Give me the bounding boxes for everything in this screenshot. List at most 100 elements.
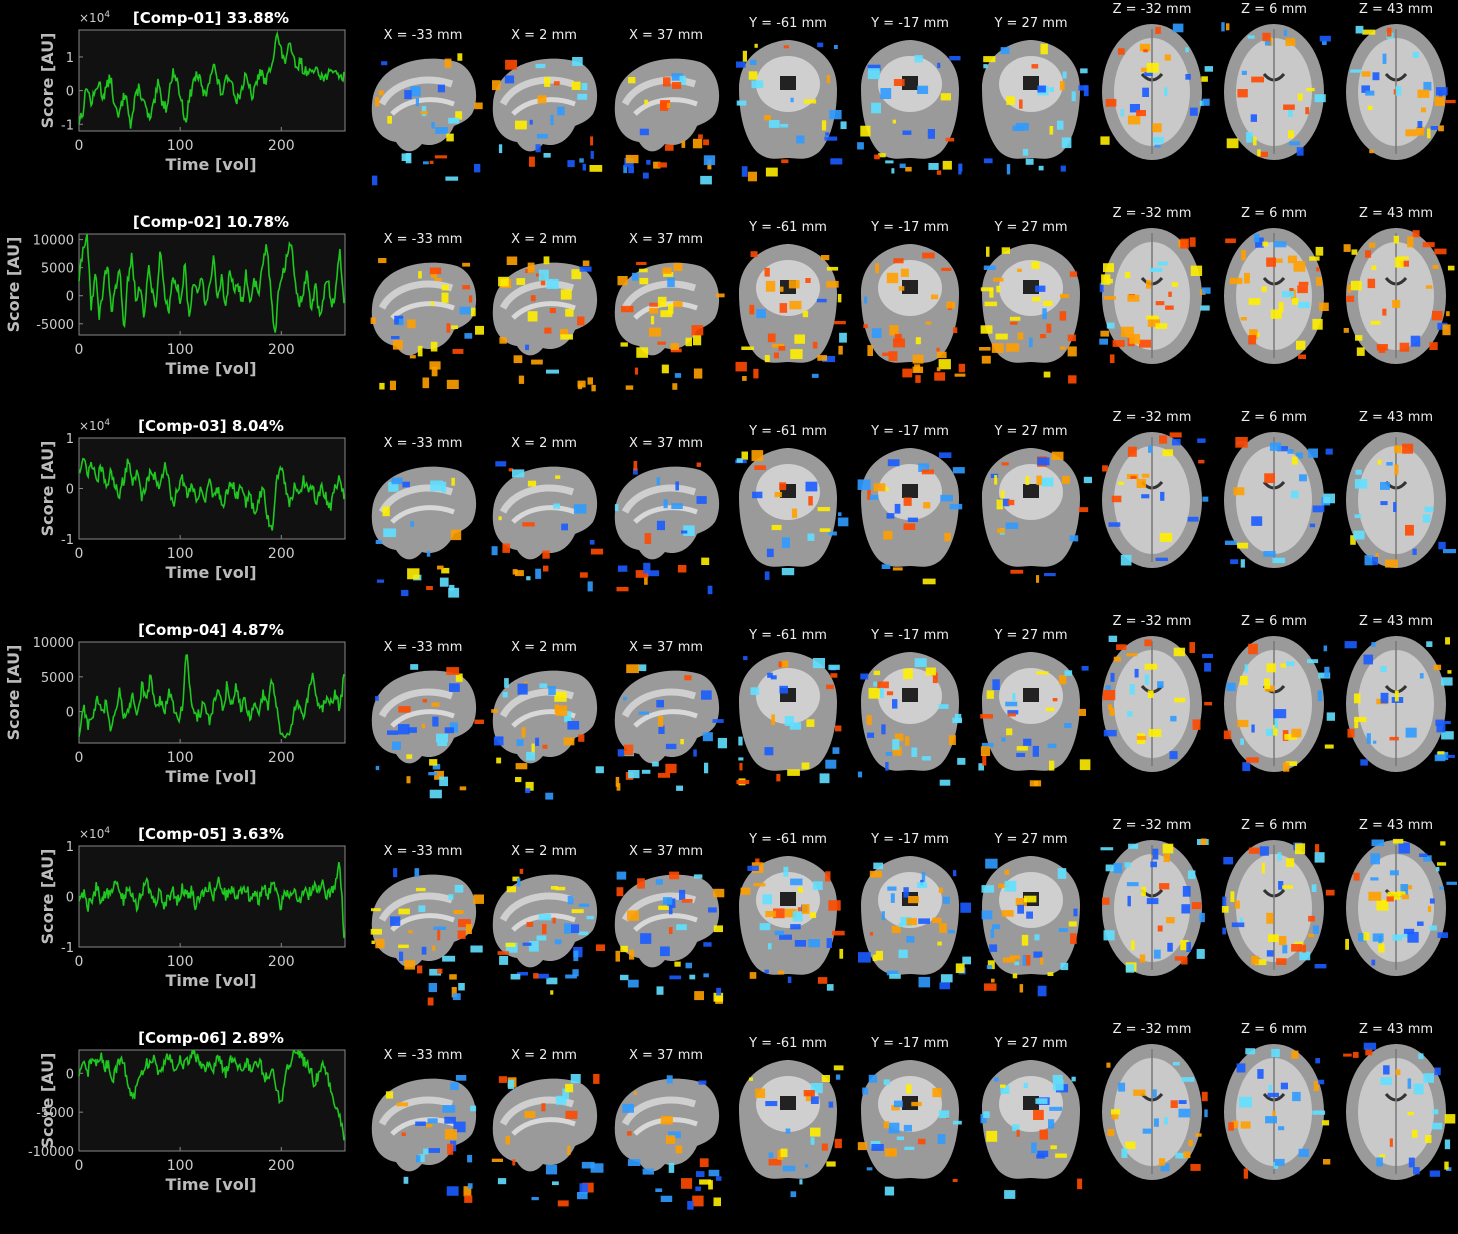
- positive-activation-cluster: [1368, 891, 1382, 901]
- positive-activation-cluster: [1036, 671, 1049, 675]
- negative-activation-cluster: [980, 1114, 987, 1124]
- positive-activation-cluster: [1350, 535, 1356, 545]
- positive-activation-cluster: [915, 337, 921, 345]
- positive-activation-cluster: [886, 272, 899, 284]
- negative-activation-cluster: [1298, 301, 1310, 309]
- positive-activation-cluster: [819, 528, 831, 532]
- negative-activation-cluster: [1354, 479, 1368, 489]
- negative-activation-cluster: [1443, 549, 1456, 554]
- negative-activation-cluster: [1120, 109, 1124, 117]
- slice-coordinate-label: Z = -32 mm: [1112, 410, 1192, 425]
- negative-activation-cluster: [1446, 881, 1457, 885]
- negative-activation-cluster: [1382, 53, 1387, 64]
- negative-activation-cluster: [437, 742, 448, 746]
- x-tick-label: 100: [167, 138, 194, 154]
- x-axis-label: Time [vol]: [165, 971, 256, 990]
- positive-activation-cluster: [797, 907, 803, 912]
- positive-activation-cluster: [1365, 250, 1372, 258]
- negative-activation-cluster: [703, 973, 709, 978]
- positive-activation-cluster: [1235, 437, 1248, 448]
- slice-coordinate-label: X = 37 mm: [628, 28, 704, 43]
- negative-activation-cluster: [981, 885, 995, 893]
- negative-activation-cluster: [1014, 961, 1020, 966]
- positive-activation-cluster: [498, 516, 502, 521]
- negative-activation-cluster: [1366, 733, 1371, 744]
- negative-activation-cluster: [668, 1131, 681, 1138]
- negative-activation-cluster: [879, 687, 884, 698]
- negative-activation-cluster: [985, 858, 998, 869]
- positive-activation-cluster: [455, 111, 463, 120]
- positive-activation-cluster: [1241, 250, 1246, 261]
- negative-activation-cluster: [700, 175, 712, 185]
- negative-activation-cluster: [1267, 1092, 1279, 1098]
- negative-activation-cluster: [499, 955, 509, 965]
- positive-activation-cluster: [1393, 89, 1398, 95]
- positive-activation-cluster: [370, 317, 376, 324]
- negative-activation-cluster: [454, 884, 464, 893]
- negative-activation-cluster: [1240, 559, 1245, 568]
- positive-activation-cluster: [1282, 885, 1293, 889]
- negative-activation-cluster: [1142, 1128, 1152, 1134]
- negative-activation-cluster: [1129, 104, 1140, 113]
- positive-activation-cluster: [1118, 481, 1124, 485]
- coronal-slice-image: [858, 856, 971, 990]
- negative-activation-cluster: [1405, 727, 1417, 738]
- positive-activation-cluster: [1248, 847, 1260, 854]
- positive-activation-cluster: [1306, 87, 1315, 92]
- positive-activation-cluster: [672, 82, 682, 89]
- positive-activation-cluster: [778, 346, 786, 351]
- negative-activation-cluster: [388, 482, 399, 492]
- positive-activation-cluster: [1040, 334, 1046, 339]
- positive-activation-cluster: [857, 1142, 867, 1151]
- negative-activation-cluster: [990, 929, 995, 938]
- positive-activation-cluster: [663, 272, 674, 277]
- negative-activation-cluster: [838, 512, 842, 517]
- positive-activation-cluster: [447, 1143, 454, 1155]
- negative-activation-cluster: [429, 968, 441, 976]
- negative-activation-cluster: [1142, 87, 1149, 97]
- x-tick-label: 100: [167, 546, 194, 562]
- negative-activation-cluster: [538, 269, 549, 281]
- negative-activation-cluster: [1239, 917, 1243, 923]
- negative-activation-cluster: [1081, 666, 1089, 671]
- positive-activation-cluster: [885, 1148, 897, 1157]
- negative-activation-cluster: [1006, 164, 1011, 175]
- negative-activation-cluster: [1221, 22, 1225, 32]
- negative-activation-cluster: [1323, 645, 1328, 652]
- negative-activation-cluster: [517, 878, 521, 887]
- positive-activation-cluster: [571, 909, 584, 914]
- negative-activation-cluster: [656, 520, 665, 531]
- slice-coordinate-label: X = 37 mm: [628, 844, 704, 859]
- negative-activation-cluster: [587, 581, 593, 592]
- negative-activation-cluster: [1393, 502, 1397, 512]
- negative-activation-cluster: [743, 656, 748, 661]
- negative-activation-cluster: [834, 45, 838, 50]
- positive-activation-cluster: [946, 301, 955, 309]
- x-tick-label: 200: [268, 138, 295, 154]
- positive-activation-cluster: [1322, 1120, 1330, 1126]
- negative-activation-cluster: [829, 110, 842, 120]
- negative-activation-cluster: [1436, 751, 1449, 760]
- negative-activation-cluster: [747, 865, 759, 871]
- y-tick-label: -1: [61, 118, 74, 133]
- positive-activation-cluster: [1188, 1139, 1193, 1147]
- positive-activation-cluster: [1016, 1129, 1020, 1137]
- coronal-slice-image: [735, 244, 847, 381]
- positive-activation-cluster: [1291, 1050, 1299, 1059]
- negative-activation-cluster: [928, 163, 939, 170]
- positive-activation-cluster: [778, 970, 785, 975]
- negative-activation-cluster: [398, 318, 404, 326]
- negative-activation-cluster: [1438, 90, 1443, 98]
- sagittal-slice-image: [491, 1073, 604, 1207]
- negative-activation-cluster: [459, 306, 472, 315]
- positive-activation-cluster: [883, 487, 889, 491]
- positive-activation-cluster: [835, 725, 842, 732]
- negative-activation-cluster: [617, 565, 628, 572]
- negative-activation-cluster: [817, 42, 824, 48]
- positive-activation-cluster: [1308, 915, 1315, 922]
- positive-activation-cluster: [674, 961, 681, 967]
- slice-coordinate-label: X = 37 mm: [628, 232, 704, 247]
- negative-activation-cluster: [1041, 477, 1054, 487]
- positive-activation-cluster: [1136, 735, 1147, 740]
- positive-activation-cluster: [1266, 912, 1274, 924]
